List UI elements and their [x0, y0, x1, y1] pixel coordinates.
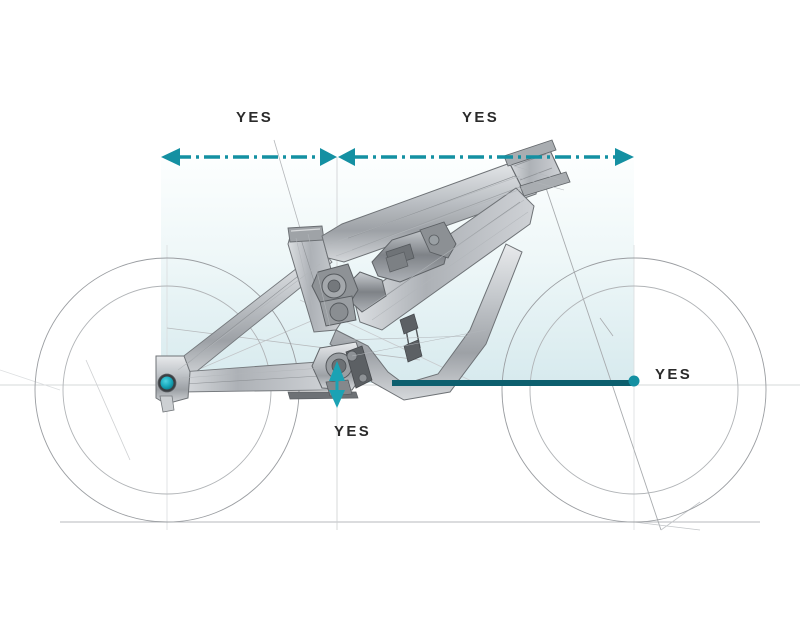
top-dimension-mid-arrowhead-right: [338, 148, 355, 166]
seat-clamp: [287, 225, 325, 243]
vertical-dimension-down-arrowhead: [329, 390, 345, 408]
front-rim-circle: [529, 285, 739, 495]
fork-axis-line: [538, 166, 662, 531]
top-dimension-left-arrowhead: [161, 148, 180, 166]
rocker-link-assembly: [311, 263, 359, 327]
vertical-dimension-up-arrowhead: [329, 361, 345, 381]
label-bottom-yes: YES: [334, 423, 372, 440]
dimension-annotations: [161, 148, 640, 408]
cable-port: [399, 313, 419, 335]
front-tire-circle: [501, 257, 767, 523]
bike-frame-render: [155, 139, 571, 413]
label-right-yes: YES: [655, 366, 693, 383]
head-tube-lower-cup: [519, 171, 571, 197]
label-top-left-yes: YES: [236, 109, 274, 126]
label-top-right-yes: YES: [462, 109, 500, 126]
top-dimension-right-arrowhead: [615, 148, 634, 166]
head-tube-upper-cup: [503, 139, 557, 167]
baseline-dimension-endpoint: [628, 375, 640, 387]
rear-axle-point: [160, 376, 174, 390]
frame-wireframe: [177, 163, 565, 379]
top-dimension-mid-arrowhead-left: [320, 148, 337, 166]
